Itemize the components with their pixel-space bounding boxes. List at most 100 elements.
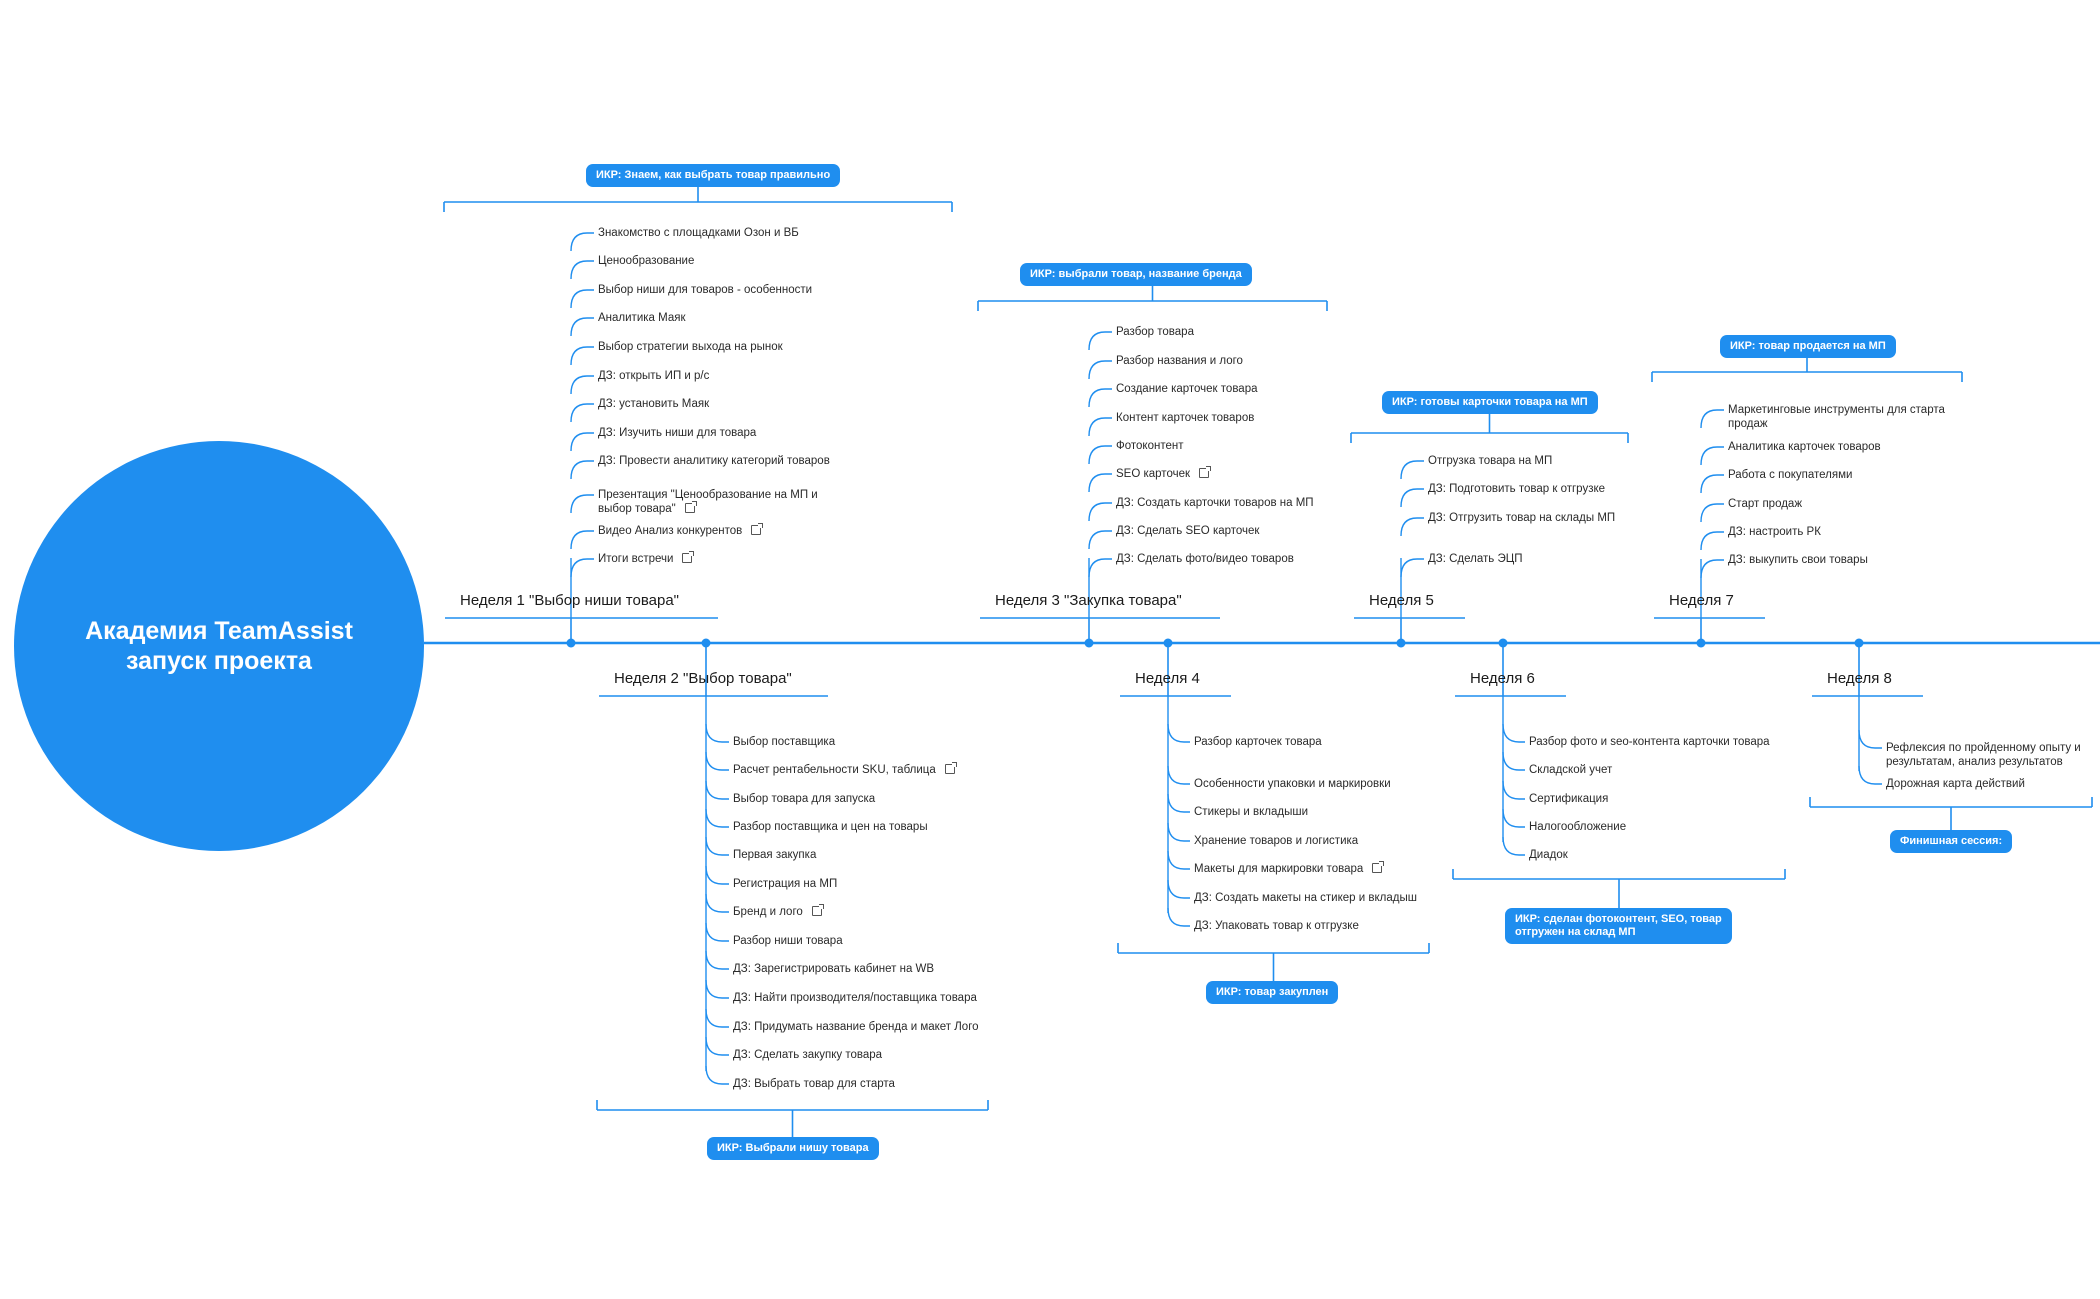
topic-item[interactable]: Разбор названия и лого (1116, 354, 1243, 368)
topic-item[interactable]: ДЗ: Упаковать товар к отгрузке (1194, 919, 1359, 933)
week-title-w5[interactable]: Неделя 5 (1369, 592, 1434, 609)
topic-item[interactable]: ДЗ: Найти производителя/поставщика товар… (733, 991, 977, 1005)
week-title-w3[interactable]: Неделя 3 "Закупка товара" (995, 592, 1182, 609)
ikr-badge-w8[interactable]: Финишная сессия: (1890, 830, 2013, 853)
topic-item-text: Бренд и лого (733, 906, 803, 918)
topic-item[interactable]: ДЗ: Изучить ниши для товара (598, 426, 756, 440)
topic-item[interactable]: Дорожная карта действий (1886, 777, 2025, 791)
topic-item[interactable]: ДЗ: Сделать SEO карточек (1116, 524, 1259, 538)
topic-item[interactable]: Контент карточек товаров (1116, 411, 1254, 425)
external-link-icon[interactable] (751, 523, 764, 535)
external-link-icon[interactable] (811, 904, 824, 916)
topic-item-text: Сертификация (1529, 793, 1609, 805)
ikr-badge-text: ИКР: сделан фотоконтент, SEO, товар (1515, 913, 1722, 925)
ikr-badge-w2[interactable]: ИКР: Выбрали нишу товара (707, 1137, 879, 1160)
topic-item[interactable]: Выбор товара для запуска (733, 792, 875, 806)
topic-item-text: Выбор поставщика (733, 736, 836, 748)
topic-item[interactable]: Разбор фото и seo-контента карточки това… (1529, 735, 1770, 749)
topic-item[interactable]: ДЗ: Создать карточки товаров на МП (1116, 496, 1314, 510)
topic-item[interactable]: Выбор ниши для товаров - особенности (598, 283, 812, 297)
item-branch-w7 (1700, 559, 1724, 579)
topic-item[interactable]: Выбор поставщика (733, 735, 835, 749)
ikr-badge-text: ИКР: Выбрали нишу товара (717, 1142, 869, 1154)
topic-item[interactable]: Создание карточек товара (1116, 382, 1257, 396)
topic-item[interactable]: ДЗ: Отгрузить товар на склады МП (1428, 511, 1615, 525)
ikr-badge-w5[interactable]: ИКР: готовы карточки товара на МП (1382, 391, 1598, 414)
topic-item[interactable]: Выбор стратегии выхода на рынок (598, 340, 783, 354)
week-title-w2[interactable]: Неделя 2 "Выбор товара" (614, 670, 792, 687)
item-branch-w2 (705, 865, 729, 885)
topic-item[interactable]: ДЗ: настроить РК (1728, 525, 1821, 539)
ikr-badge-text: отгружен на склад МП (1515, 926, 1636, 938)
topic-item[interactable]: Регистрация на МП (733, 877, 837, 891)
topic-item[interactable]: ДЗ: Зарегистрировать кабинет на WB (733, 962, 934, 976)
topic-item[interactable]: Расчет рентабельности SKU, таблица (733, 762, 957, 777)
topic-item[interactable]: Складской учет (1529, 763, 1612, 777)
topic-item[interactable]: Сертификация (1529, 792, 1608, 806)
ikr-badge-w7[interactable]: ИКР: товар продается на МП (1720, 335, 1896, 358)
topic-item[interactable]: Хранение товаров и логистика (1194, 834, 1358, 848)
topic-item[interactable]: ДЗ: выкупить свои товары (1728, 553, 1868, 567)
topic-item[interactable]: Отгрузка товара на МП (1428, 454, 1552, 468)
ikr-badge-w4[interactable]: ИКР: товар закуплен (1206, 981, 1339, 1004)
item-branch-w5 (1400, 517, 1424, 537)
topic-item-text: Фотоконтент (1116, 440, 1184, 452)
external-link-icon[interactable] (1199, 466, 1212, 478)
topic-item[interactable]: ДЗ: Сделать закупку товара (733, 1048, 882, 1062)
ikr-badge-w3[interactable]: ИКР: выбрали товар, название бренда (1020, 263, 1252, 286)
topic-item[interactable]: Разбор ниши товара (733, 934, 843, 948)
topic-item[interactable]: ДЗ: Выбрать товар для старта (733, 1077, 895, 1091)
external-link-icon[interactable] (684, 501, 697, 513)
week-title-w8[interactable]: Неделя 8 (1827, 670, 1892, 687)
topic-item[interactable]: Ценообразование (598, 254, 694, 268)
topic-item[interactable]: ДЗ: Сделать фото/видео товаров (1116, 552, 1294, 566)
topic-item[interactable]: Аналитика Маяк (598, 311, 685, 325)
topic-item[interactable]: Разбор товара (1116, 325, 1194, 339)
item-branch-w3 (1088, 445, 1112, 465)
topic-item[interactable]: Бренд и лого (733, 904, 824, 919)
topic-item[interactable]: Разбор карточек товара (1194, 735, 1322, 749)
topic-item[interactable]: ДЗ: установить Маяк (598, 397, 709, 411)
topic-item[interactable]: Итоги встречи (598, 551, 695, 566)
topic-item[interactable]: Аналитика карточек товаров (1728, 440, 1881, 454)
topic-item[interactable]: ДЗ: Сделать ЭЦП (1428, 552, 1523, 566)
topic-item-text: Рефлексия по пройденному опыту и (1886, 742, 2081, 754)
week-title-w4[interactable]: Неделя 4 (1135, 670, 1200, 687)
item-branch-w1 (570, 317, 594, 337)
topic-item-text: Расчет рентабельности SKU, таблица (733, 764, 936, 776)
topic-item[interactable]: Макеты для маркировки товара (1194, 861, 1385, 876)
topic-item[interactable]: Диадок (1529, 848, 1568, 862)
topic-item[interactable]: ДЗ: Создать макеты на стикер и вкладыш (1194, 891, 1417, 905)
topic-item[interactable]: ДЗ: Придумать название бренда и макет Ло… (733, 1020, 979, 1034)
topic-item[interactable]: Знакомство с площадками Озон и ВБ (598, 226, 799, 240)
topic-item[interactable]: Налогообложение (1529, 820, 1626, 834)
external-link-icon[interactable] (682, 551, 695, 563)
topic-item[interactable]: SEO карточек (1116, 466, 1212, 481)
topic-item-text: Первая закупка (733, 849, 817, 861)
topic-item[interactable]: Первая закупка (733, 848, 816, 862)
topic-item[interactable]: Фотоконтент (1116, 439, 1183, 453)
topic-item[interactable]: ДЗ: открыть ИП и р/с (598, 369, 709, 383)
topic-item[interactable]: Особенности упаковки и маркировки (1194, 777, 1391, 791)
topic-item-text: ДЗ: Провести аналитику категорий товаров (598, 455, 830, 467)
topic-item[interactable]: Видео Анализ конкурентов (598, 523, 764, 538)
week-title-w6[interactable]: Неделя 6 (1470, 670, 1535, 687)
topic-item[interactable]: Разбор поставщика и цен на товары (733, 820, 928, 834)
topic-item[interactable]: ДЗ: Подготовить товар к отгрузке (1428, 482, 1605, 496)
external-link-icon[interactable] (1372, 861, 1385, 873)
topic-item[interactable]: Старт продаж (1728, 497, 1802, 511)
topic-item[interactable]: Работа с покупателями (1728, 468, 1852, 482)
topic-item[interactable]: Стикеры и вкладыши (1194, 805, 1308, 819)
week-title-w1[interactable]: Неделя 1 "Выбор ниши товара" (460, 592, 679, 609)
ikr-badge-w1[interactable]: ИКР: Знаем, как выбрать товар правильно (586, 164, 841, 187)
week-title-w7[interactable]: Неделя 7 (1669, 592, 1734, 609)
central-topic[interactable]: Академия TeamAssist запуск проекта (14, 441, 424, 851)
external-link-icon[interactable] (944, 762, 957, 774)
item-branch-w2 (705, 1008, 729, 1028)
topic-item[interactable]: ДЗ: Провести аналитику категорий товаров (598, 454, 830, 468)
item-branch-w2 (705, 950, 729, 970)
